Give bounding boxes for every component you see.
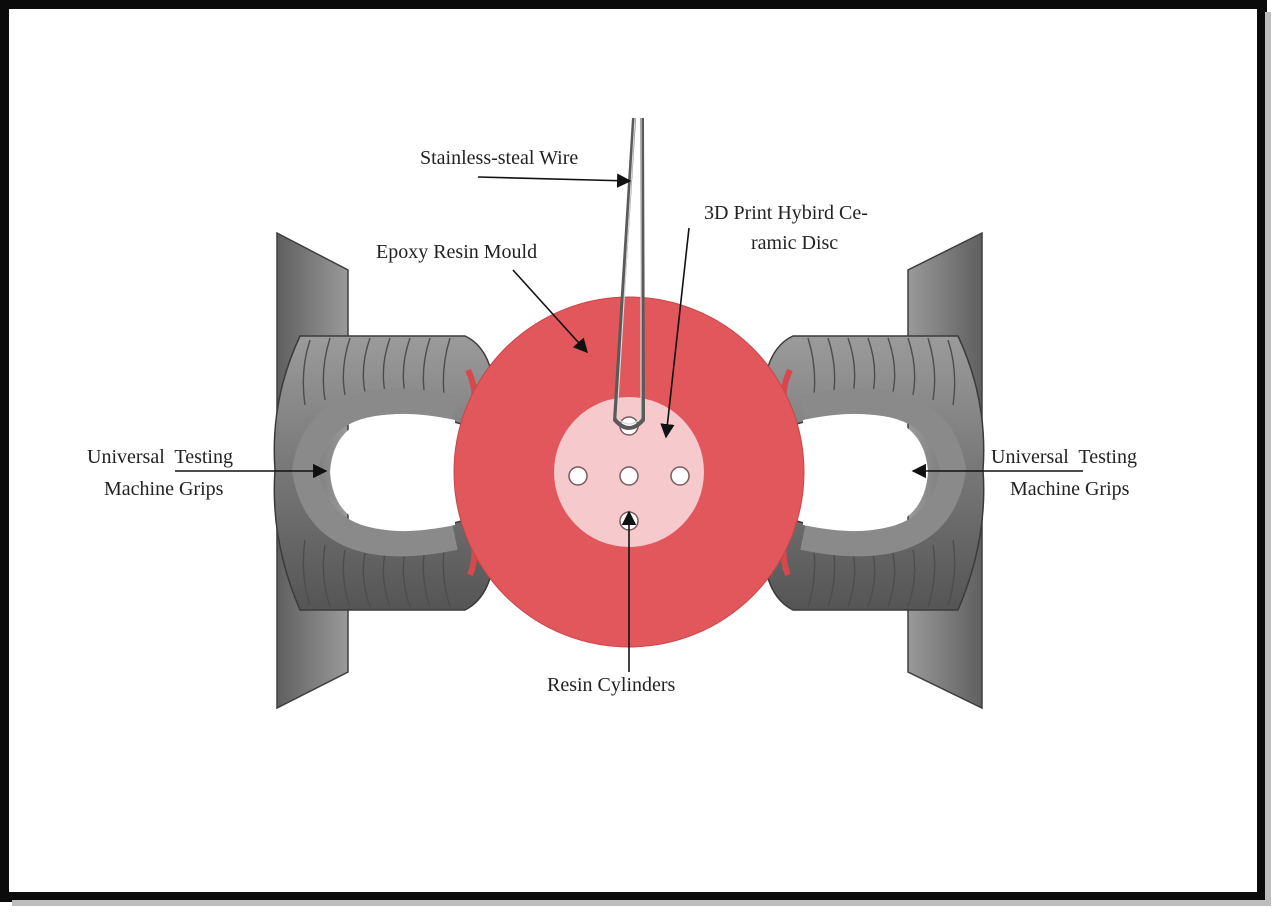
right-grip-label-line2: Machine Grips — [1010, 478, 1130, 500]
right-grip-inner-ring — [800, 388, 967, 557]
disc-label-line1: 3D Print Hybird Ce- — [704, 202, 868, 224]
disc-arrow — [660, 227, 690, 439]
left-grip-inner-ring — [291, 388, 458, 557]
mould-label: Epoxy Resin Mould — [376, 241, 537, 263]
border-shadow-side — [1265, 12, 1271, 906]
wire-label: Stainless-steal Wire — [420, 147, 578, 169]
wire-arrow — [477, 173, 632, 188]
left-grip — [273, 231, 496, 710]
right-grip-opening — [803, 413, 928, 532]
mould-arrow — [512, 269, 588, 354]
disc-label-line2: ramic Disc — [751, 232, 838, 254]
border-shadow — [12, 900, 1267, 906]
right-grip-label-line1: Universal Testing — [991, 446, 1137, 468]
resin-cylinder-center — [619, 466, 639, 486]
resin-cylinder-right — [670, 466, 690, 486]
cylinders-label: Resin Cylinders — [547, 674, 676, 696]
leader-arrows — [175, 173, 1083, 672]
left-grip-label-line1: Universal Testing — [87, 446, 233, 468]
stainless-steel-wire — [613, 117, 645, 430]
stainless-steel-wire-highlight — [616, 117, 642, 425]
left-grip-label-line2: Machine Grips — [104, 478, 224, 500]
resin-cylinder-left — [568, 466, 588, 486]
left-grip-opening — [330, 413, 455, 532]
left-grip-threads — [302, 337, 451, 608]
